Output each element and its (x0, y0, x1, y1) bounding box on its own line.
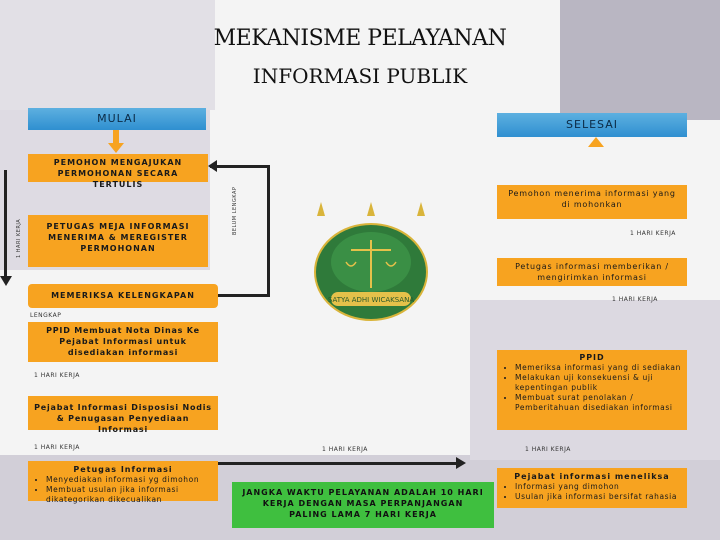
step-petugas-meja: PETUGAS MEJA INFORMASI MENERIMA & MEREGI… (28, 215, 208, 267)
label-belum-lengkap: BELUM LENGKAP (232, 186, 238, 235)
arrow-left-icon (208, 160, 217, 172)
label-1hari-e: 1 HARI KERJA (612, 296, 658, 303)
list-item: Melakukan uji konsekuensi & uji kepentin… (515, 373, 681, 393)
step-pemohon-menerima: Pemohon menerima informasi yang di mohon… (497, 185, 687, 219)
list-item: Informasi yang dimohon (515, 482, 681, 492)
label-1hari-d: 1 HARI KERJA (630, 230, 676, 237)
bottom-connector (218, 462, 458, 465)
left-arrow-head-icon (0, 276, 12, 286)
pejabat-meneliksa-list: Informasi yang dimohon Usulan jika infor… (503, 482, 681, 502)
arrow-right-icon (456, 457, 466, 469)
selesai-box: SELESAI (497, 113, 687, 137)
bg-panel-right (560, 0, 720, 120)
left-side-arrow (4, 170, 7, 278)
step-jangka-waktu: JANGKA WAKTU PELAYANAN ADALAH 10 HARI KE… (232, 482, 494, 528)
label-1hari-c: 1 HARI KERJA (322, 446, 368, 453)
step-pejabat-disposisi: Pejabat Informasi Disposisi Nodis & Penu… (28, 396, 218, 434)
arrow-stem-1 (113, 130, 119, 144)
label-1hari-a: 1 HARI KERJA (34, 372, 80, 379)
feedback-bracket (210, 165, 270, 297)
arrow-down-icon (108, 143, 124, 153)
step-ppid-nota-dinas: PPID Membuat Nota Dinas Ke Pejabat Infor… (28, 322, 218, 362)
title-line1: MEKANISME PELAYANAN (213, 26, 507, 51)
step-petugas-informasi: Petugas Informasi Menyediakan informasi … (28, 461, 218, 504)
list-item: Membuat surat penolakan / Pemberitahuan … (515, 393, 681, 413)
logo-motto: SATYA ADHI WICAKSANA (328, 296, 414, 304)
petugas-informasi-list: Menyediakan informasi yg dimohon Membuat… (34, 475, 212, 505)
step-petugas-memberikan: Petugas informasi memberikan / mengirimk… (497, 258, 687, 286)
title-line2: INFORMASI PUBLIK (252, 64, 468, 88)
pejabat-meneliksa-title: Pejabat informasi meneliksa (514, 472, 670, 481)
step-pejabat-meneliksa: Pejabat informasi meneliksa Informasi ya… (497, 468, 687, 508)
star-icon (367, 202, 375, 216)
ppid-title: PPID (579, 353, 605, 362)
list-item: Usulan jika informasi bersifat rahasia (515, 492, 681, 502)
label-1hari-f: 1 HARI KERJA (525, 446, 571, 453)
label-lengkap: LENGKAP (30, 312, 62, 319)
list-item: Menyediakan informasi yg dimohon (46, 475, 212, 485)
bg-panel-top-left (0, 0, 215, 110)
step-memeriksa-kelengkapan: MEMERIKSA KELENGKAPAN (28, 284, 218, 308)
list-item: Memeriksa informasi yang di sediakan (515, 363, 681, 373)
label-left-side: 1 HARI KERJA (16, 218, 22, 258)
arrow-up-icon (588, 137, 604, 147)
label-1hari-b: 1 HARI KERJA (34, 444, 80, 451)
step-pemohon-mengajukan: PEMOHON MENGAJUKAN PERMOHONAN SECARA TER… (28, 154, 208, 189)
list-item: Membuat usulan jika informasi dikategori… (46, 485, 212, 505)
step-ppid-pemeriksa: PPID Memeriksa informasi yang di sediaka… (497, 350, 687, 430)
mulai-box: MULAI (28, 108, 206, 130)
petugas-informasi-title: Petugas Informasi (73, 465, 173, 474)
kejaksaan-logo: SATYA ADHI WICAKSANA (314, 202, 428, 321)
star-icon (317, 202, 325, 216)
ppid-list: Memeriksa informasi yang di sediakan Mel… (503, 363, 681, 413)
star-icon (417, 202, 425, 216)
